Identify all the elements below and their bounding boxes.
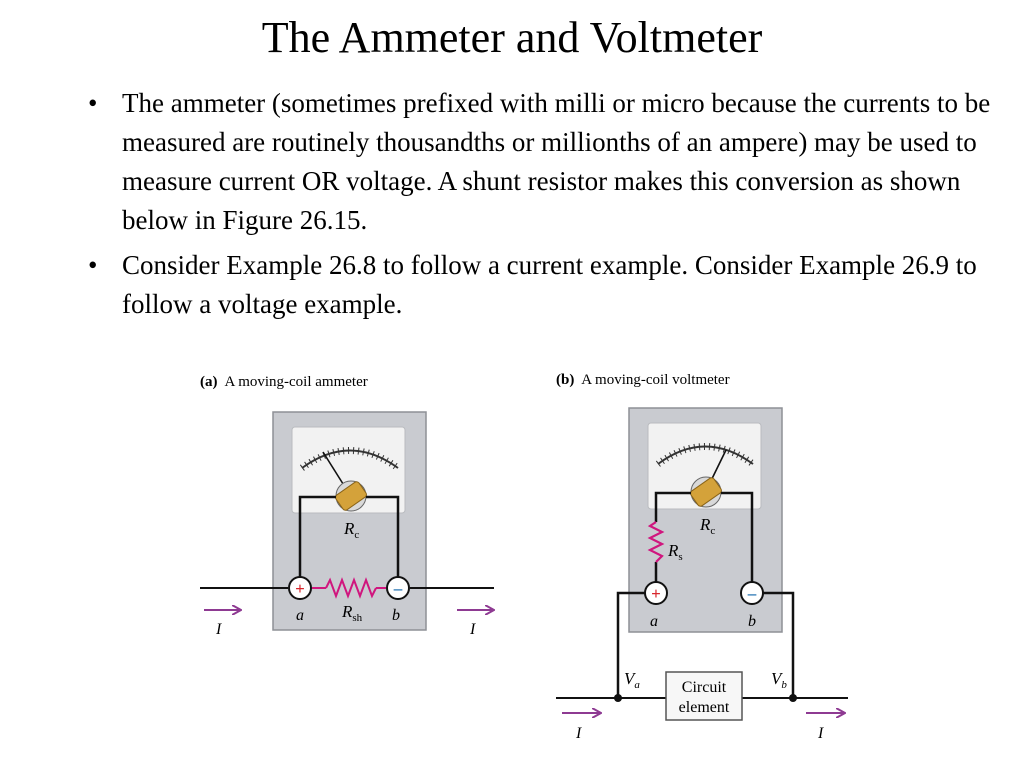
voltmeter-wire-top-left [654,491,691,522]
ammeter-face [291,426,406,514]
circuit-element-line1: Circuit [682,679,727,696]
ammeter-wire-right [366,495,400,578]
ammeter-coil-pivot [335,480,367,512]
lead-to-va [616,591,645,698]
voltmeter-figure: (b) A moving-coil voltmeter Rs Rc + – a [556,372,848,742]
figure-a-caption-text: A moving-coil ammeter [224,374,367,390]
slide-title: The Ammeter and Voltmeter [261,13,763,62]
ammeter-figure: (a) A moving-coil ammeter Rc [200,374,494,638]
shunt-resistor [325,577,377,599]
bullet-dot: • [88,88,98,118]
ammeter-wire-left [298,495,336,578]
current-label-left: I [575,725,582,742]
current-label-right: I [469,621,476,638]
figure-b-letter: (b) [556,372,574,388]
voltmeter-needle [705,449,727,492]
ammeter-needle [322,451,351,496]
ammeter-minus-terminal [386,576,410,600]
plus-sign: + [651,584,661,603]
current-label-left: I [215,621,222,638]
voltmeter-body [628,407,783,633]
ammeter-scale-ticks [299,447,401,471]
circuit-element-line2: element [679,699,730,716]
figure-b-caption-text: A moving-coil voltmeter [581,372,729,388]
current-label-right: I [817,725,824,742]
voltmeter-scale [657,445,754,465]
bullet-list: • The ammeter (sometimes prefixed with m… [88,84,1008,330]
voltmeter-plus-terminal [644,581,668,605]
node-vb [789,694,797,702]
ammeter-body [272,411,427,631]
minus-sign: – [747,584,757,603]
figure-a-caption: (a) A moving-coil ammeter [200,374,368,390]
ammeter-plus-terminal [288,576,312,600]
bullet-dot: • [88,250,98,280]
ammeter-coil [335,481,367,511]
voltmeter-scale-ticks [655,443,756,467]
circuit-element-box [665,671,743,721]
figure-a-letter: (a) [200,374,218,390]
series-resistor [647,521,665,563]
voltmeter-face [647,422,762,510]
terminal-b-label: b [748,613,756,630]
vb-label: Vb [771,669,787,691]
voltmeter-wire-right [721,491,754,582]
voltmeter-minus-terminal [740,581,764,605]
terminal-a-label: a [650,613,658,630]
bullet-text: The ammeter (sometimes prefixed with mil… [122,88,991,235]
shunt-label: Rsh [341,602,363,624]
bullet-item: • The ammeter (sometimes prefixed with m… [88,84,1008,240]
ammeter-rc-label: Rc [343,519,359,541]
lead-to-vb [763,591,795,698]
terminal-b-label: b [392,607,400,624]
voltmeter-rc-label: Rc [699,515,715,537]
figure-b-caption: (b) A moving-coil voltmeter [556,372,730,388]
voltmeter-coil [690,477,722,507]
terminal-a-label: a [296,607,304,624]
series-resistor-label: Rs [667,541,683,563]
minus-sign: – [393,579,403,598]
ammeter-scale [301,449,399,469]
plus-sign: + [295,579,305,598]
bullet-item: • Consider Example 26.8 to follow a curr… [88,246,1008,324]
va-label: Va [624,669,640,691]
voltmeter-coil-pivot [690,476,722,508]
node-va [614,694,622,702]
bullet-text: Consider Example 26.8 to follow a curren… [122,250,977,319]
